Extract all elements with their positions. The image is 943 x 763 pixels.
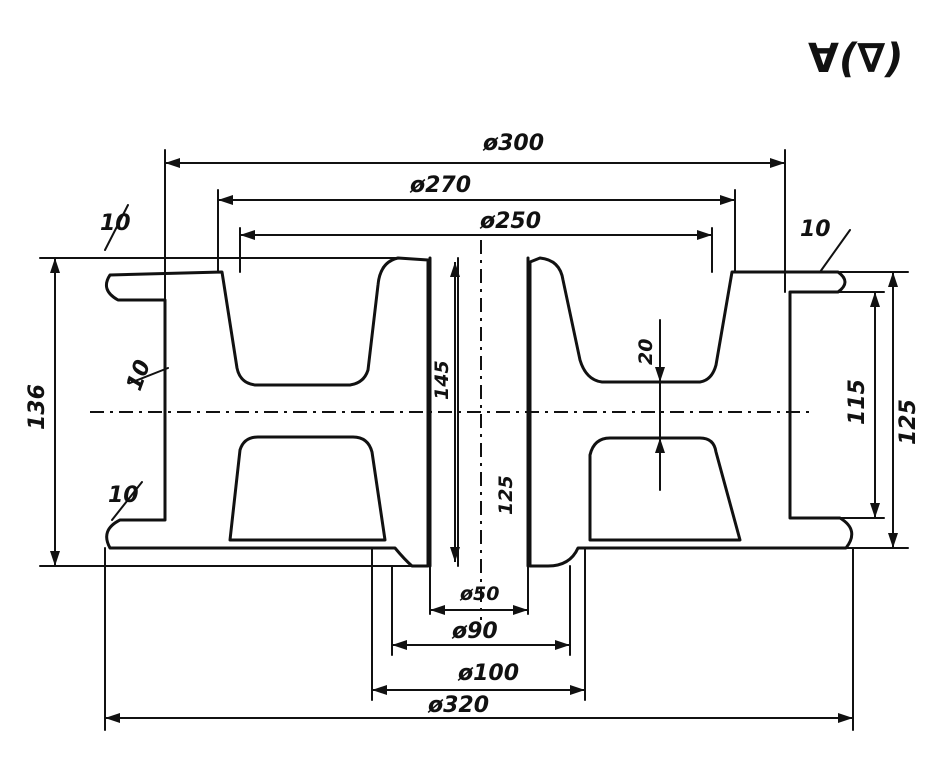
dim-d100: ø100 — [457, 661, 519, 686]
right-lower-groove — [588, 436, 742, 542]
arrowheads — [50, 158, 898, 723]
radius-top-right: 10 — [800, 217, 831, 242]
corner-roughness-mark: ∀(∇) — [808, 36, 903, 82]
left-lower-groove — [228, 435, 387, 542]
radius-mid-left: 10 — [122, 357, 156, 394]
radius-leaders — [104, 204, 851, 521]
right-hub-section — [528, 256, 854, 568]
dim-d90: ø90 — [451, 619, 498, 644]
dim-d250: ø250 — [479, 209, 541, 234]
left-hub-section — [104, 256, 430, 568]
section-left-body — [104, 256, 430, 568]
dim-d270: ø270 — [409, 173, 471, 198]
dimension-lines — [54, 162, 894, 719]
radius-top-left: 10 — [100, 211, 131, 236]
dim-w20: 20 — [635, 339, 657, 365]
radius-bottom-left: 10 — [108, 483, 139, 508]
dim-d320: ø320 — [427, 693, 489, 718]
dim-h115: 115 — [845, 379, 870, 425]
dim-h136: 136 — [25, 384, 50, 430]
dim-h125-right: 125 — [896, 399, 921, 445]
dim-h125-inner: 125 — [495, 475, 517, 515]
dim-d50: ø50 — [459, 583, 500, 605]
section-right-body — [528, 256, 854, 568]
dim-d300: ø300 — [482, 131, 544, 156]
dim-h145: 145 — [431, 360, 453, 400]
